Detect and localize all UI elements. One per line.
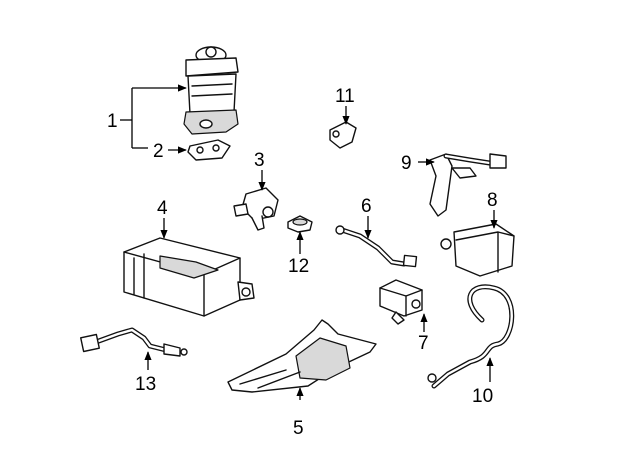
callout-5: 5 — [293, 418, 304, 439]
callout-12: 12 — [288, 256, 309, 277]
callout-4: 4 — [157, 198, 168, 219]
callout-7: 7 — [418, 333, 429, 354]
part-3-solenoid — [233, 187, 279, 231]
callout-1: 1 — [107, 111, 118, 132]
callout-9: 9 — [401, 153, 412, 174]
part-5-bracket — [227, 319, 377, 393]
part-10-hose — [427, 284, 515, 389]
part-8-chamber — [440, 223, 515, 277]
callout-8: 8 — [487, 190, 498, 211]
callout-2: 2 — [153, 141, 164, 162]
part-12-grommet — [287, 215, 313, 233]
leader-lines — [120, 84, 498, 400]
part-13-sensor-lead — [80, 327, 188, 357]
part-9-bracket — [429, 153, 507, 217]
part-4-charcoal-canister — [123, 237, 255, 317]
callout-6: 6 — [361, 196, 372, 217]
callout-10: 10 — [472, 386, 493, 407]
part-7-valve — [379, 279, 423, 325]
part-2-gasket — [187, 139, 231, 161]
part-1-egr-valve — [183, 46, 239, 135]
part-6-sensor — [335, 225, 418, 268]
callout-3: 3 — [254, 150, 265, 171]
callout-11: 11 — [335, 86, 355, 107]
part-11-clip — [329, 121, 357, 149]
callout-13: 13 — [135, 374, 156, 395]
